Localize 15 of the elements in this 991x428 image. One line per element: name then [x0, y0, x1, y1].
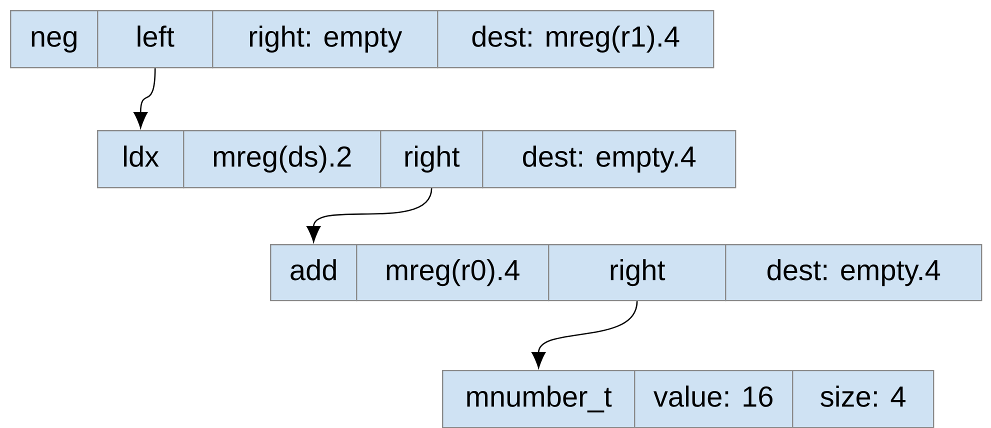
record-cell: neg — [10, 10, 98, 68]
record-cell: dest: empty.4 — [725, 244, 982, 302]
record-cell: right: empty — [212, 10, 438, 68]
record-cell: ldx — [97, 130, 184, 188]
record-cell: right — [548, 244, 726, 302]
record-cell: left — [97, 10, 214, 68]
record-cell: dest: mreg(r1).4 — [437, 10, 714, 68]
arrow — [134, 68, 156, 128]
arrow — [532, 301, 638, 368]
record-cell: mnumber_t — [442, 370, 636, 428]
record-cell: right — [380, 130, 484, 188]
record-cell: value: 16 — [634, 370, 794, 428]
record-cell: size: 4 — [792, 370, 934, 428]
record-cell: add — [270, 244, 358, 302]
arrow — [306, 188, 432, 242]
